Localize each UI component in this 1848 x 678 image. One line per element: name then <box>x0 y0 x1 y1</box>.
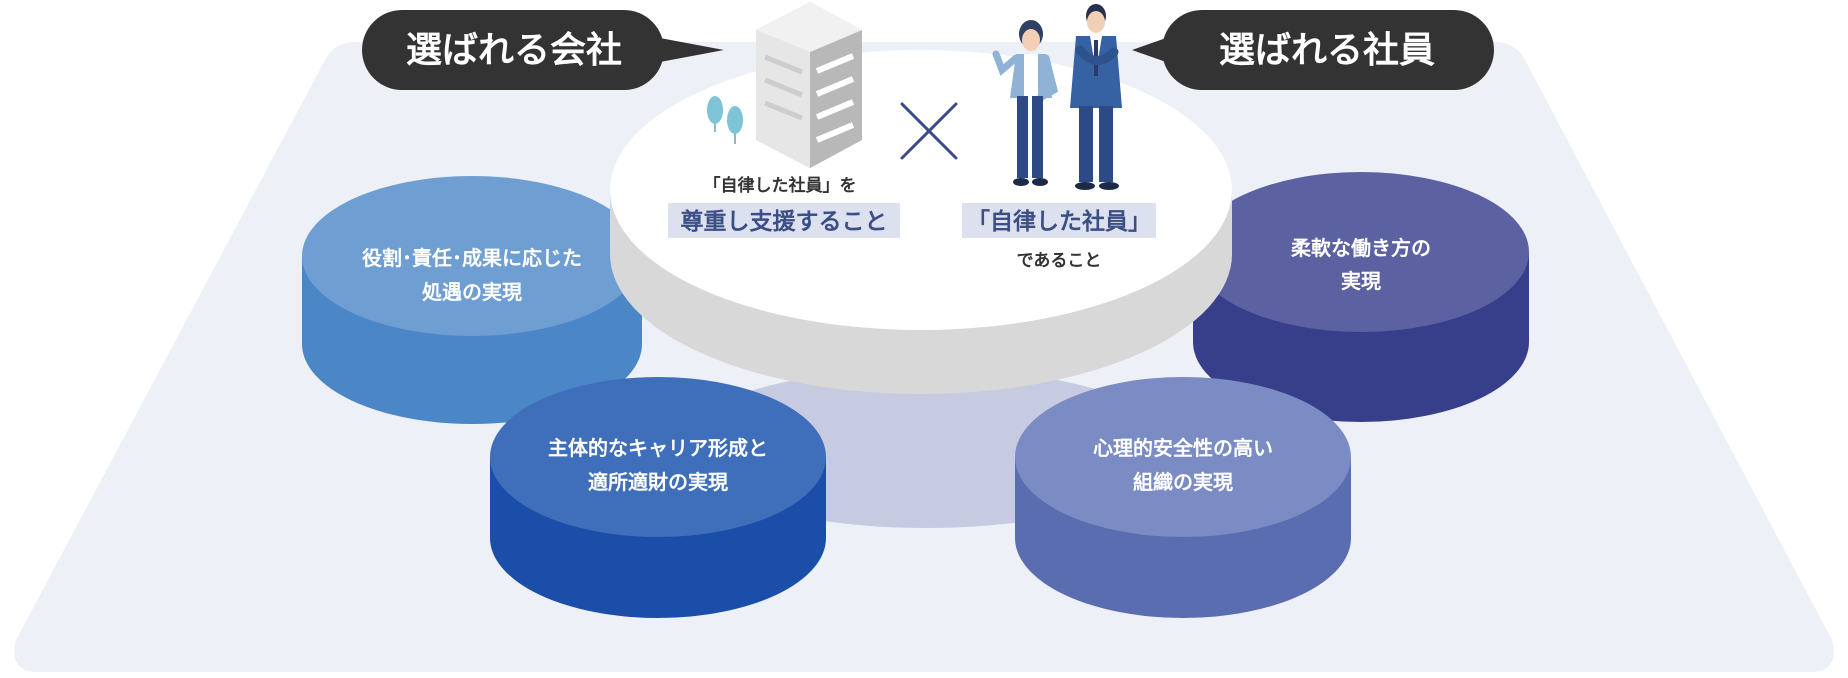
pillar-label-line2: 実現 <box>1341 269 1381 293</box>
company-text-line1: 「自律した社員」を <box>704 175 857 196</box>
pillar-bottom-left: 主体的なキャリア形成と 適所適財の実現 <box>490 377 826 618</box>
callout-company-label: 選ばれる会社 <box>406 30 622 71</box>
employee-text-line1: 「自律した社員」 <box>967 208 1151 235</box>
pillar-label-line1: 心理的安全性の高い <box>1093 436 1273 460</box>
pillar-label-line1: 役割･責任･成果に応じた <box>362 246 582 270</box>
pillar-label-line1: 主体的なキャリア形成と <box>548 436 768 460</box>
man-employee-icon <box>1070 4 1122 190</box>
company-text-line2: 尊重し支援すること <box>681 208 888 235</box>
pillar-label-line1: 柔軟な働き方の <box>1291 236 1431 260</box>
pillar-label-line2: 組織の実現 <box>1133 470 1233 494</box>
pillar-bottom-right: 心理的安全性の高い 組織の実現 <box>1015 377 1351 618</box>
callout-employee: 選ばれる社員 <box>1132 10 1494 90</box>
pillar-label-line2: 適所適財の実現 <box>588 470 728 494</box>
employee-highlight <box>962 203 1156 238</box>
callout-company: 選ばれる会社 <box>362 10 724 90</box>
employee-text-line2: であること <box>1017 251 1102 271</box>
tree-icon <box>707 96 743 144</box>
pillar-top-left: 役割･責任･成果に応じた 処遇の実現 <box>302 176 642 424</box>
pillar-top-right: 柔軟な働き方の 実現 <box>1193 172 1529 422</box>
company-highlight <box>668 203 900 238</box>
callout-employee-label: 選ばれる社員 <box>1219 30 1435 71</box>
cross-icon <box>900 102 958 160</box>
woman-employee-icon <box>992 20 1059 186</box>
building-icon <box>756 2 862 168</box>
pillar-label-line2: 処遇の実現 <box>422 280 522 304</box>
